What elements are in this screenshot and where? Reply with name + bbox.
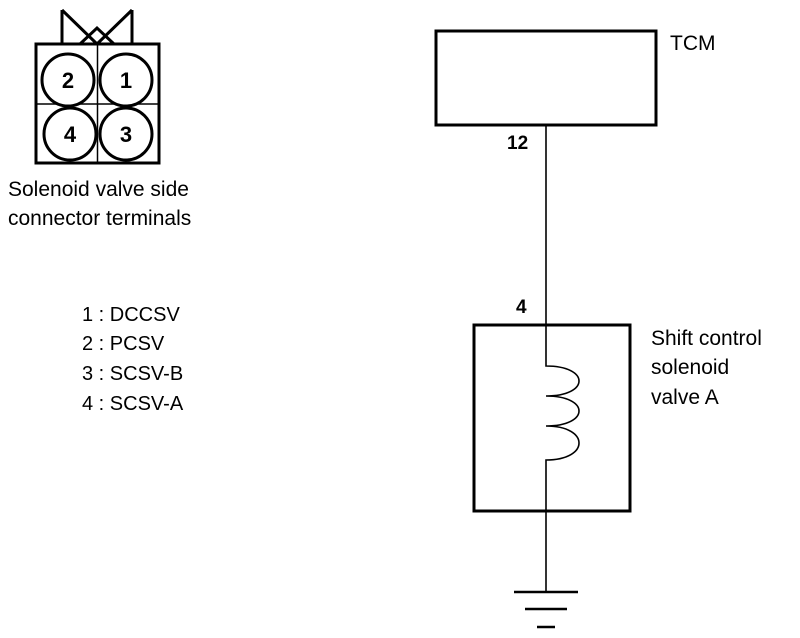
terminal-number: 1 [120, 68, 132, 93]
terminal-number: 3 [120, 122, 132, 147]
connector-diagram: 2 1 4 3 [34, 8, 161, 165]
connector-caption-line2: connector terminals [8, 207, 191, 230]
terminal-number: 4 [64, 122, 77, 147]
legend-item: 4 : SCSV-A [82, 393, 184, 415]
connector-caption-line1: Solenoid valve side [8, 178, 189, 201]
ground-symbol [514, 590, 578, 629]
tcm-label: TCM [670, 32, 716, 55]
connector-terminal-4: 4 [42, 106, 98, 162]
solenoid-label-line1: Shift control [651, 327, 762, 350]
solenoid-coil [545, 325, 580, 511]
solenoid-label-line2: solenoid [651, 356, 729, 379]
legend-item: 2 : PCSV [82, 333, 165, 355]
solenoid-pin-number: 4 [516, 297, 527, 318]
connector-terminal-2: 2 [40, 52, 96, 108]
connector-terminal-1: 1 [98, 52, 154, 108]
legend-item: 3 : SCSV-B [82, 363, 183, 385]
connector-latch [60, 8, 134, 47]
terminal-number: 2 [62, 68, 74, 93]
solenoid-label-line3: valve A [651, 386, 719, 409]
tcm-pin-number: 12 [507, 133, 528, 154]
solenoid-box [472, 323, 632, 513]
legend-item: 1 : DCCSV [82, 304, 180, 326]
tcm-box [434, 29, 658, 127]
connector-terminal-3: 3 [98, 106, 154, 162]
terminal-legend: 1 : DCCSV 2 : PCSV 3 : SCSV-B 4 : SCSV-A [82, 304, 184, 415]
